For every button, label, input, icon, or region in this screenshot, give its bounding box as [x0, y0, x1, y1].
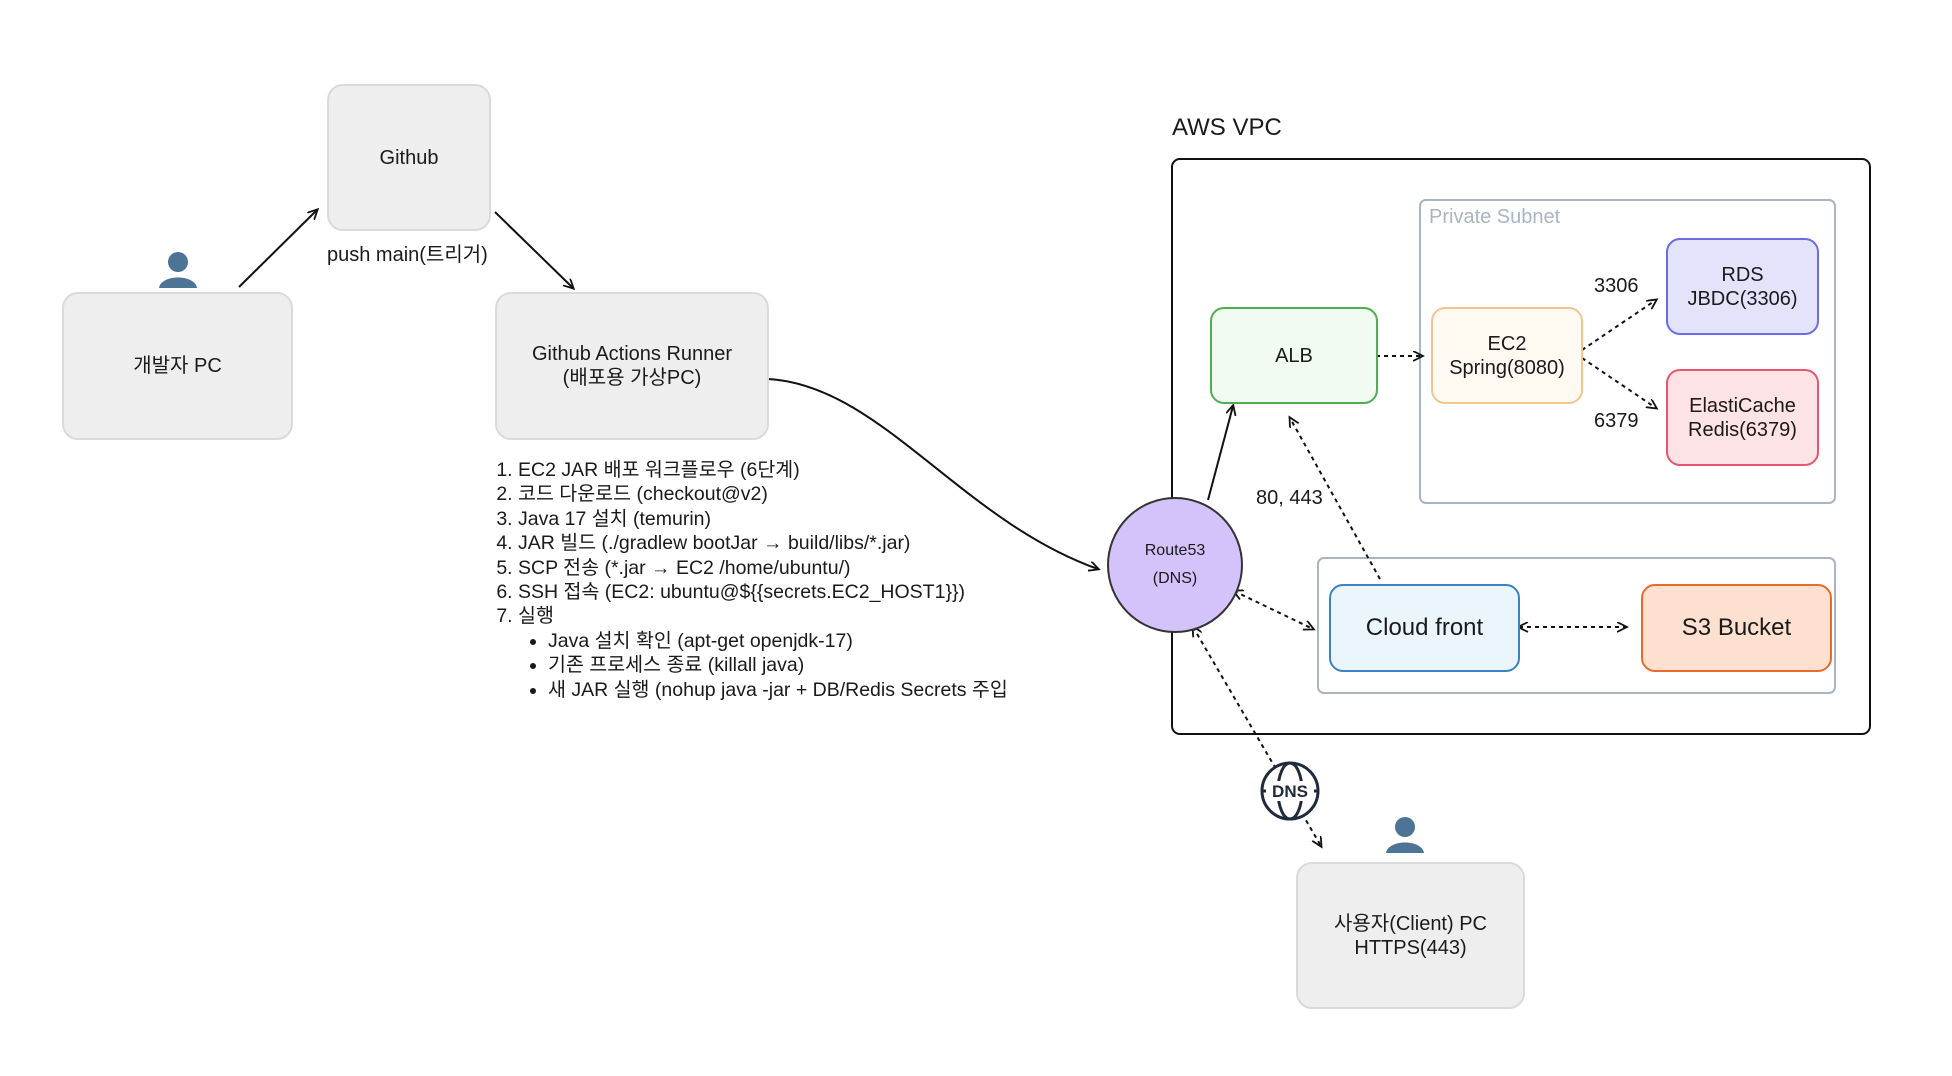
ec2-node: EC2 Spring(8080)	[1431, 307, 1583, 404]
client-label-line1: 사용자(Client) PC	[1334, 912, 1487, 935]
user-icon	[1386, 817, 1424, 853]
actions-runner-node: Github Actions Runner (배포용 가상PC)	[495, 292, 769, 440]
runner-label-line2: (배포용 가상PC)	[562, 367, 702, 389]
alb-label: ALB	[1275, 344, 1313, 367]
arrow-ec2-to-cache	[1581, 357, 1656, 408]
workflow-steps: EC2 JAR 배포 워크플로우 (6단계) 코드 다운로드 (checkout…	[492, 458, 1008, 702]
runner-label-line1: Github Actions Runner	[531, 343, 733, 365]
rds-label-line1: RDS	[1721, 263, 1764, 286]
alb-node: ALB	[1210, 307, 1378, 404]
arrow-cloudfront-to-alb	[1290, 418, 1381, 580]
arrow-dev-to-github	[238, 210, 317, 288]
port-3306-label: 3306	[1594, 275, 1639, 297]
step-item: 실행 Java 설치 확인 (apt-get openjdk-17) 기존 프로…	[518, 604, 1008, 702]
step-item: SSH 접속 (EC2: ubuntu@${{secrets.EC2_HOST1…	[518, 580, 1008, 604]
ports-http-label: 80, 443	[1256, 487, 1323, 509]
rds-node: RDS JBDC(3306)	[1666, 238, 1819, 335]
cache-label-line1: ElastiCache	[1689, 394, 1796, 417]
cache-label-line2: Redis(6379)	[1688, 418, 1797, 441]
aws-vpc-title: AWS VPC	[1172, 114, 1282, 141]
cloudfront-node: Cloud front	[1329, 584, 1520, 672]
rds-label-line2: JBDC(3306)	[1687, 287, 1798, 310]
ec2-label-line2: Spring(8080)	[1449, 356, 1565, 379]
step-item: EC2 JAR 배포 워크플로우 (6단계)	[518, 458, 1008, 482]
ec2-label-line1: EC2	[1487, 332, 1527, 355]
step-item: 코드 다운로드 (checkout@v2)	[518, 482, 1008, 506]
dev-pc-label: 개발자 PC	[133, 355, 222, 377]
github-node: Github	[327, 84, 491, 231]
aws-vpc-container	[1171, 158, 1871, 735]
private-subnet-title: Private Subnet	[1429, 206, 1561, 228]
dns-badge-text: DNS	[1272, 782, 1308, 801]
arrow-ec2-to-rds	[1581, 300, 1656, 351]
substep-item: Java 설치 확인 (apt-get openjdk-17)	[548, 629, 1008, 653]
elasticache-node: ElastiCache Redis(6379)	[1666, 369, 1819, 466]
s3-bucket-node: S3 Bucket	[1641, 584, 1832, 672]
substep-item: 기존 프로세스 종료 (killall java)	[548, 653, 1008, 677]
route53-label-line2: (DNS)	[1152, 570, 1198, 587]
dev-pc-node: 개발자 PC	[62, 292, 293, 440]
step-item: JAR 빌드 (./gradlew bootJar → build/libs/*…	[518, 531, 1008, 555]
route53-label-line1: Route53	[1144, 542, 1206, 559]
s3-label: S3 Bucket	[1681, 613, 1792, 641]
arrow-route53-cloudfront	[1234, 591, 1313, 629]
step-item: SCP 전송 (*.jar → EC2 /home/ubuntu/)	[518, 556, 1008, 580]
step-item-label: 실행	[518, 605, 554, 628]
github-label: Github	[379, 146, 439, 169]
user-icon	[159, 252, 197, 288]
substep-item: 새 JAR 실행 (nohup java -jar + DB/Redis Sec…	[548, 678, 1008, 702]
client-pc-node: 사용자(Client) PC HTTPS(443)	[1296, 862, 1525, 1009]
port-6379-label: 6379	[1594, 410, 1639, 432]
arrow-runner-to-route53	[767, 378, 1098, 569]
cloudfront-label: Cloud front	[1365, 613, 1484, 641]
globe-dns-icon: DNS	[1260, 761, 1320, 821]
client-label-line2: HTTPS(443)	[1354, 936, 1467, 959]
arrow-route53-to-alb	[1207, 406, 1233, 501]
arrow-github-to-runner	[494, 211, 573, 288]
push-trigger-label: push main(트리거)	[327, 244, 488, 266]
route53-node: Route53 (DNS)	[1107, 497, 1243, 633]
step-item: Java 17 설치 (temurin)	[518, 507, 1008, 531]
